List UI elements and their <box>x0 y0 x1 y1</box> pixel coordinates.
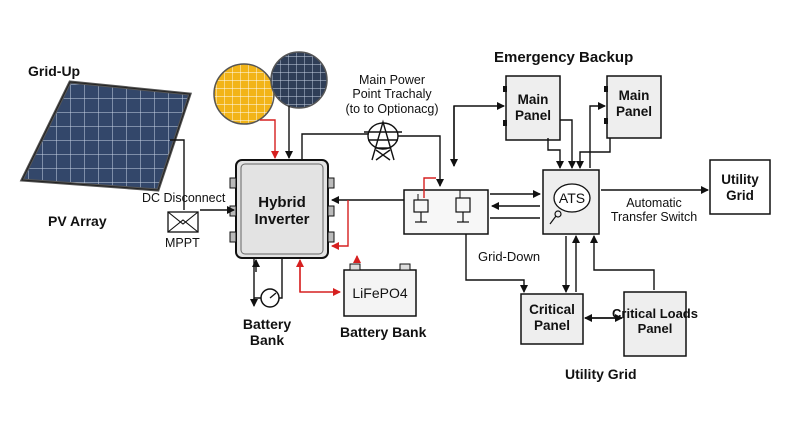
wiring-black <box>170 102 709 322</box>
lifepo4-battery <box>343 263 417 317</box>
transmission-tower-icon <box>364 119 402 161</box>
grid-up-label: Grid-Up <box>28 63 81 79</box>
critical-panel-line1: Critical <box>529 302 575 317</box>
lifepo4-label: LiFePO4 <box>352 285 408 301</box>
hybrid-inverter-label: Hybrid Inverter <box>236 194 328 229</box>
solar-disc-yellow <box>213 63 275 125</box>
utility-grid-box <box>709 159 771 215</box>
main-panel-b-line2: Panel <box>615 103 653 119</box>
utility-grid-box-line2: Grid <box>726 187 754 203</box>
mppt-icon <box>167 211 199 233</box>
disconnect-box <box>403 189 489 235</box>
ats-box <box>542 169 600 235</box>
critical-loads-panel-label: Critical Loads Panel <box>596 306 714 337</box>
critical-panel-box <box>520 293 584 345</box>
solar-disc-navy <box>270 51 328 109</box>
critical-panel-label: Critical Panel <box>521 302 583 333</box>
hybrid-inverter-line1: Hybrid <box>258 194 306 211</box>
utility-grid-box-line1: Utility <box>721 172 759 187</box>
battery-bank-left-line1: Battery <box>242 316 292 332</box>
grid-down-label: Grid-Down <box>478 249 541 264</box>
battery-bank-left-line2: Bank <box>249 332 285 349</box>
dc-disconnect-label: DC Disconnect <box>142 191 226 205</box>
critical-loads-panel-box <box>623 291 687 357</box>
main-panel-a-box <box>503 75 561 141</box>
critical-loads-line1: Critical Loads <box>612 306 698 321</box>
automatic-line2: Transfer Switch <box>610 210 698 225</box>
main-power-line2: Point Trachaly <box>352 87 432 102</box>
critical-loads-line2: Panel <box>637 320 673 336</box>
automatic-line1: Automatic <box>626 196 682 210</box>
main-panel-a-line1: Main <box>517 92 549 107</box>
critical-panel-line2: Panel <box>533 317 571 333</box>
battery-bank-left-label: Battery Bank <box>232 316 302 348</box>
main-power-line1: Main Power <box>359 73 425 87</box>
main-panel-a-label: Main Panel <box>506 92 560 123</box>
main-panel-b-line1: Main <box>618 88 650 103</box>
main-power-point-label: Main Power Point Trachaly (to to Optiona… <box>336 73 448 116</box>
battery-bank-right-label: Battery Bank <box>340 324 427 340</box>
emergency-backup-label: Emergency Backup <box>494 49 634 66</box>
utility-grid-bottom-label: Utility Grid <box>565 366 637 382</box>
mppt-label: MPPT <box>165 236 200 250</box>
wiring-red <box>260 119 436 296</box>
hybrid-inverter-line2: Inverter <box>254 211 310 229</box>
pv-array-panel <box>19 80 193 192</box>
battery-gauge-icon <box>260 288 280 308</box>
main-panel-b-box <box>604 75 662 139</box>
main-panel-b-label: Main Panel <box>607 88 661 119</box>
main-power-line3: (to to Optionacg) <box>345 101 439 116</box>
ats-label: ATS <box>558 190 586 206</box>
main-panel-a-line2: Panel <box>514 107 552 123</box>
automatic-transfer-switch-label: Automatic Transfer Switch <box>600 196 708 225</box>
utility-grid-box-label: Utility Grid <box>710 172 770 203</box>
pv-array-label: PV Array <box>48 213 107 229</box>
